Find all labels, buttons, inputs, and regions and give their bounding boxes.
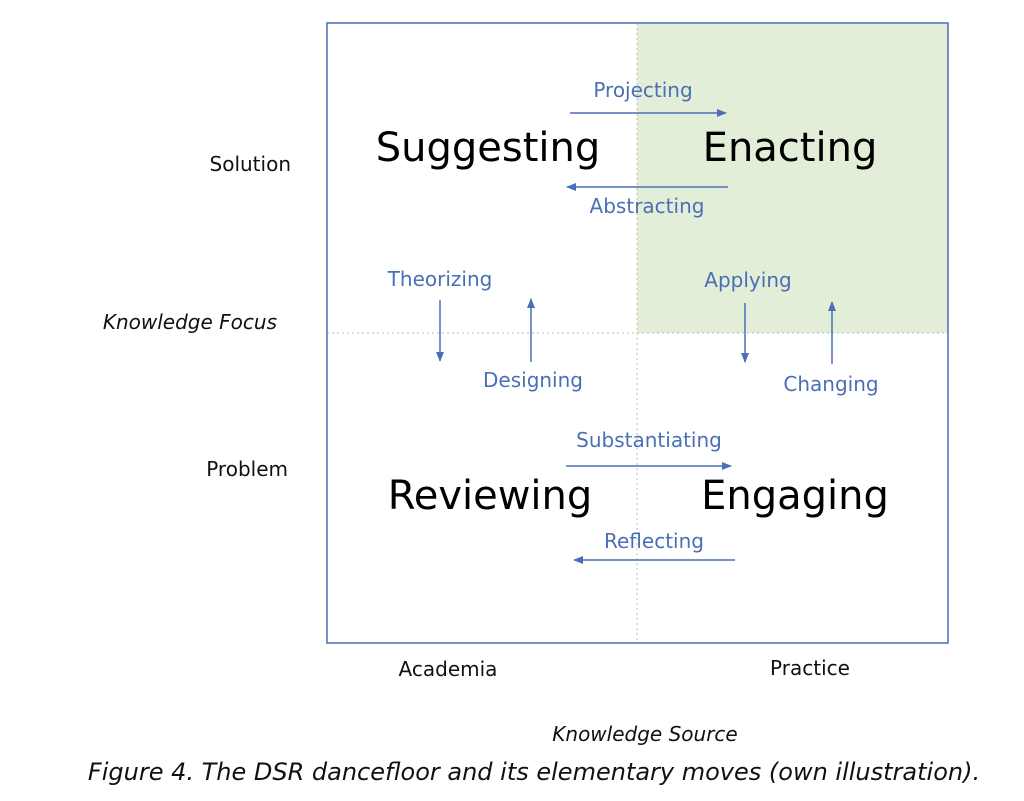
move-theorizing-label: Theorizing: [387, 267, 493, 291]
quadrant-reviewing-label: Reviewing: [387, 473, 593, 519]
y-axis-solution-label: Solution: [209, 152, 291, 176]
y-axis-problem-label: Problem: [206, 457, 288, 481]
x-axis-title: Knowledge Source: [552, 722, 738, 746]
move-designing-label: Designing: [483, 368, 583, 392]
y-axis-title: Knowledge Focus: [102, 310, 277, 334]
move-projecting-label: Projecting: [593, 78, 693, 102]
move-abstracting-label: Abstracting: [589, 194, 705, 218]
move-applying-label: Applying: [704, 268, 792, 292]
move-changing-label: Changing: [783, 372, 879, 396]
move-substantiating-label: Substantiating: [576, 428, 722, 452]
move-reflecting-label: Reflecting: [604, 529, 704, 553]
x-axis-practice-label: Practice: [770, 656, 850, 680]
quadrant-enacting-label: Enacting: [702, 125, 878, 171]
figure-caption: Figure 4. The DSR dancefloor and its ele…: [87, 758, 981, 786]
quadrant-engaging-label: Engaging: [701, 473, 889, 519]
x-axis-academia-label: Academia: [398, 657, 498, 681]
quadrant-suggesting-label: Suggesting: [375, 125, 601, 171]
dancefloor-frame: [326, 22, 949, 644]
highlighted-quadrant-enacting: [637, 23, 948, 333]
